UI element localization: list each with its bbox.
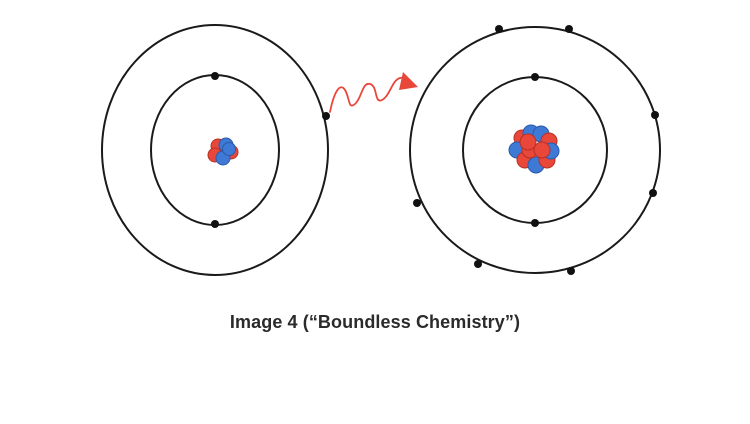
electron	[531, 219, 539, 227]
outer-shell	[409, 26, 661, 274]
atom-after	[409, 25, 661, 275]
electron	[211, 72, 219, 80]
valence-electron	[567, 267, 575, 275]
valence-electron	[413, 199, 421, 207]
valence-electron	[649, 189, 657, 197]
valence-electron	[651, 111, 659, 119]
valence-electron	[495, 25, 503, 33]
atom-diagram	[101, 24, 661, 276]
valence-electron	[565, 25, 573, 33]
figure-caption: Image 4 (“Boundless Chemistry”)	[229, 312, 521, 332]
valence-electron	[322, 112, 330, 120]
valence-electron	[474, 260, 482, 268]
atom-before	[101, 24, 330, 276]
outer-shell	[101, 24, 329, 276]
wavy-arrow-icon	[329, 72, 418, 113]
nucleus-small	[207, 137, 239, 166]
electron	[531, 73, 539, 81]
electron	[211, 220, 219, 228]
nucleus-large	[508, 124, 560, 174]
